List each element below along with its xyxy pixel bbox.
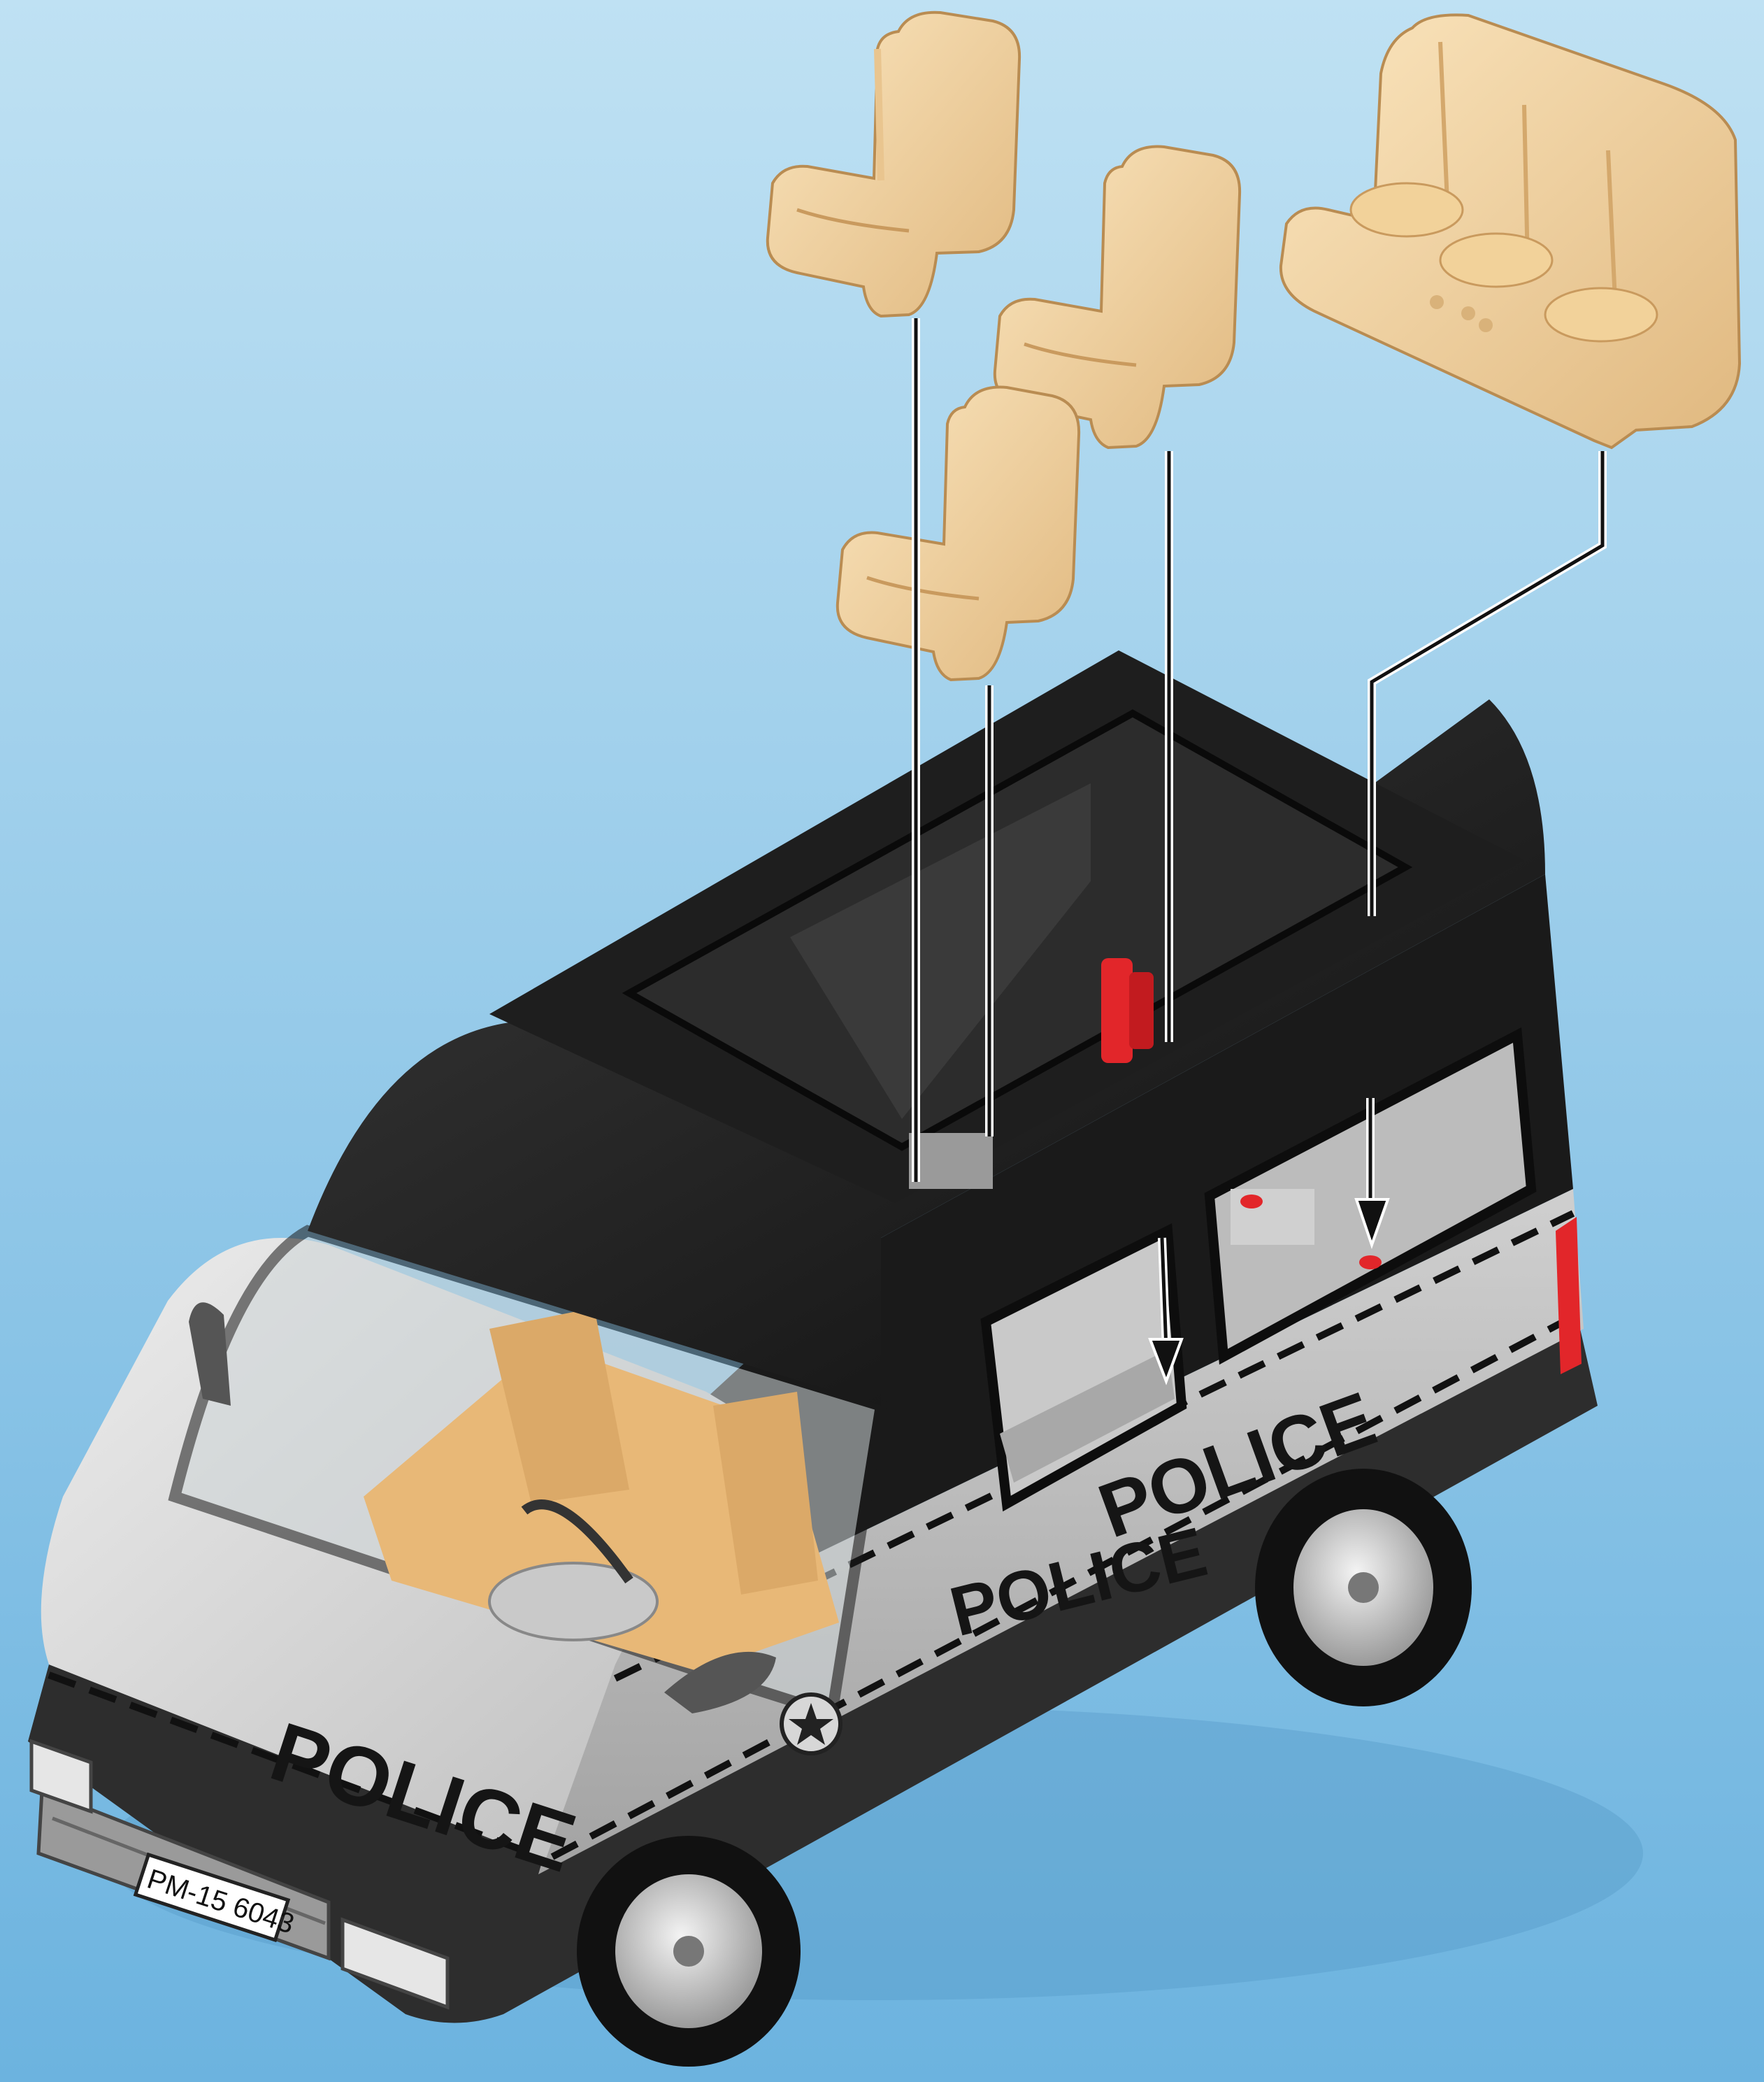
badge-icon xyxy=(782,1695,840,1753)
seat-belt-buckle xyxy=(1101,958,1154,1063)
front-wheel xyxy=(577,1836,801,2067)
rear-wheel xyxy=(1255,1469,1472,1706)
